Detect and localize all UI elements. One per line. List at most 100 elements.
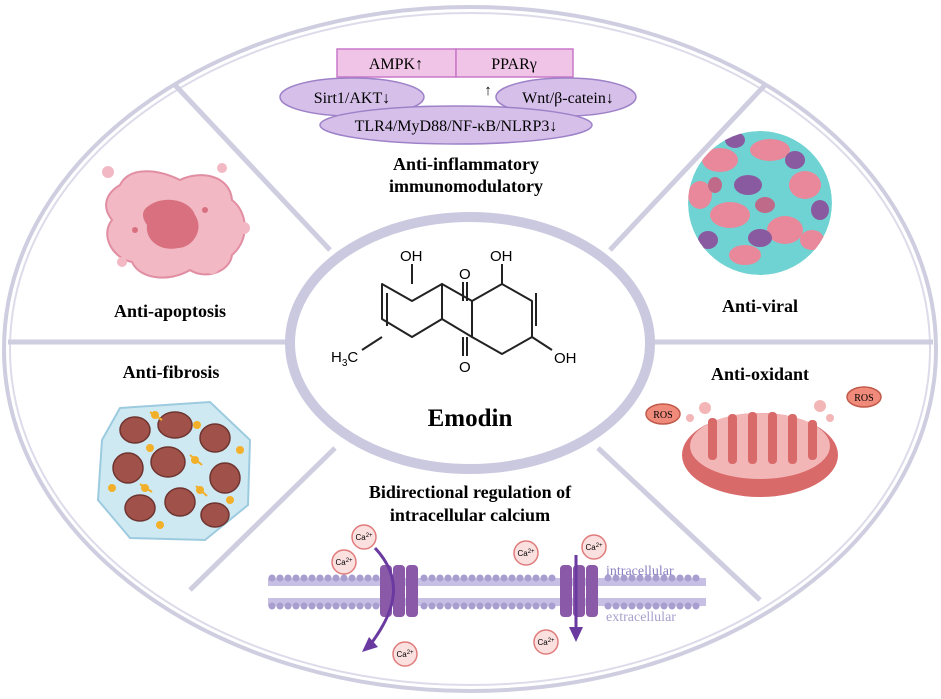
oxidant-title: Anti-oxidant — [711, 364, 809, 384]
lipid-head — [612, 574, 620, 582]
lipid-head — [684, 574, 692, 582]
ros-label-left: ROS — [653, 410, 672, 421]
lipid-head — [468, 602, 476, 610]
lipid-head — [436, 602, 444, 610]
lipid-head — [364, 602, 372, 610]
calcium-ion: Ca2+ — [513, 540, 539, 566]
lipid-head — [508, 574, 516, 582]
lipid-head — [668, 574, 676, 582]
viral-particle-illustration — [688, 131, 832, 275]
wnt-label: Wnt/β-catein↓ — [522, 90, 614, 107]
lipid-head — [284, 574, 292, 582]
lipid-head — [316, 602, 324, 610]
lipid-head — [692, 574, 700, 582]
lipid-head — [324, 602, 332, 610]
sirt-label: Sirt1/AKT↓ — [314, 90, 390, 107]
lipid-head — [692, 602, 700, 610]
calcium-ions: Ca2+ Ca2+ Ca2+ Ca2+ Ca2+ Ca2+ — [331, 524, 607, 667]
calcium-ion: Ca2+ — [331, 549, 357, 575]
lipid-head — [356, 602, 364, 610]
lipid-head — [604, 574, 612, 582]
mitochondrion-illustration — [682, 400, 838, 497]
ppar-label: PPARγ — [491, 56, 537, 73]
lipid-head — [292, 602, 300, 610]
extracellular-label: extracellular — [606, 610, 676, 625]
lipid-head — [620, 574, 628, 582]
lipid-head — [276, 602, 284, 610]
lipid-head — [356, 574, 364, 582]
lipid-head — [540, 602, 548, 610]
lipid-head — [332, 602, 340, 610]
apoptotic-cell-illustration — [102, 163, 250, 279]
influx-arrowhead — [569, 627, 583, 642]
calcium-title-1: Bidirectional regulation of — [369, 482, 572, 502]
inflammatory-title-1: Anti-inflammatory — [393, 154, 539, 174]
lipid-head — [652, 602, 660, 610]
lipid-head — [372, 574, 380, 582]
calcium-ion: Ca2+ — [351, 524, 377, 550]
fibrotic-tissue-illustration — [96, 400, 252, 542]
oh-right: OH — [554, 350, 577, 367]
viral-title: Anti-viral — [722, 296, 798, 316]
calcium-channel-right — [560, 565, 598, 617]
lipid-head — [348, 602, 356, 610]
lipid-head — [620, 602, 628, 610]
lipid-head — [676, 574, 684, 582]
ampk-box — [336, 48, 457, 78]
lipid-head — [284, 602, 292, 610]
intracellular-label: intracellular — [606, 564, 674, 579]
lipid-head — [300, 602, 308, 610]
lipid-head — [308, 574, 316, 582]
lipid-head — [500, 574, 508, 582]
inflammatory-title-2: immunomodulatory — [389, 176, 543, 196]
lipid-head — [460, 574, 468, 582]
calcium-ion: Ca2+ — [392, 641, 418, 667]
lipid-head — [420, 574, 428, 582]
lipid-head — [484, 602, 492, 610]
ppar-box — [455, 48, 574, 78]
lipid-head — [676, 602, 684, 610]
small-up-arrow: ↑ — [484, 83, 492, 99]
lipid-head — [644, 574, 652, 582]
lipid-head — [300, 574, 308, 582]
lipid-head — [492, 574, 500, 582]
lipid-head — [652, 574, 660, 582]
lipid-head — [332, 574, 340, 582]
lipid-head — [268, 574, 276, 582]
lipid-head — [660, 574, 668, 582]
lipid-head — [452, 574, 460, 582]
apoptosis-title: Anti-apoptosis — [114, 301, 226, 321]
lipid-head — [532, 602, 540, 610]
lipid-head — [364, 574, 372, 582]
emodin-structure — [361, 264, 553, 356]
ampk-label: AMPK↑ — [369, 56, 423, 73]
o-top: O — [459, 266, 471, 283]
lipid-head — [476, 602, 484, 610]
lipid-head — [292, 574, 300, 582]
lipid-head — [444, 574, 452, 582]
lipid-head — [668, 602, 676, 610]
lipid-head — [452, 602, 460, 610]
calcium-ion: Ca2+ — [533, 629, 559, 655]
lipid-head — [612, 602, 620, 610]
tlr-ellipse — [319, 105, 593, 145]
lipid-head — [628, 574, 636, 582]
lipid-head — [660, 602, 668, 610]
inflammatory-section: AMPK↑ PPARγ Sirt1/AKT↓ Wnt/β-catein↓ TLR… — [279, 48, 637, 196]
lipid-head — [276, 574, 284, 582]
lipid-head — [516, 574, 524, 582]
lipid-head — [460, 602, 468, 610]
lipid-head — [516, 602, 524, 610]
outer-ring-inner-line — [9, 12, 931, 686]
lipid-head — [484, 574, 492, 582]
lipid-head — [492, 602, 500, 610]
ros-badge-right — [846, 386, 882, 408]
center-ellipse — [285, 212, 655, 474]
svg-text:Ca2+: Ca2+ — [396, 650, 414, 659]
lipid-head — [628, 602, 636, 610]
lipid-head — [532, 574, 540, 582]
calcium-ion: Ca2+ — [581, 534, 607, 560]
lipid-head — [500, 602, 508, 610]
lipid-head — [428, 574, 436, 582]
